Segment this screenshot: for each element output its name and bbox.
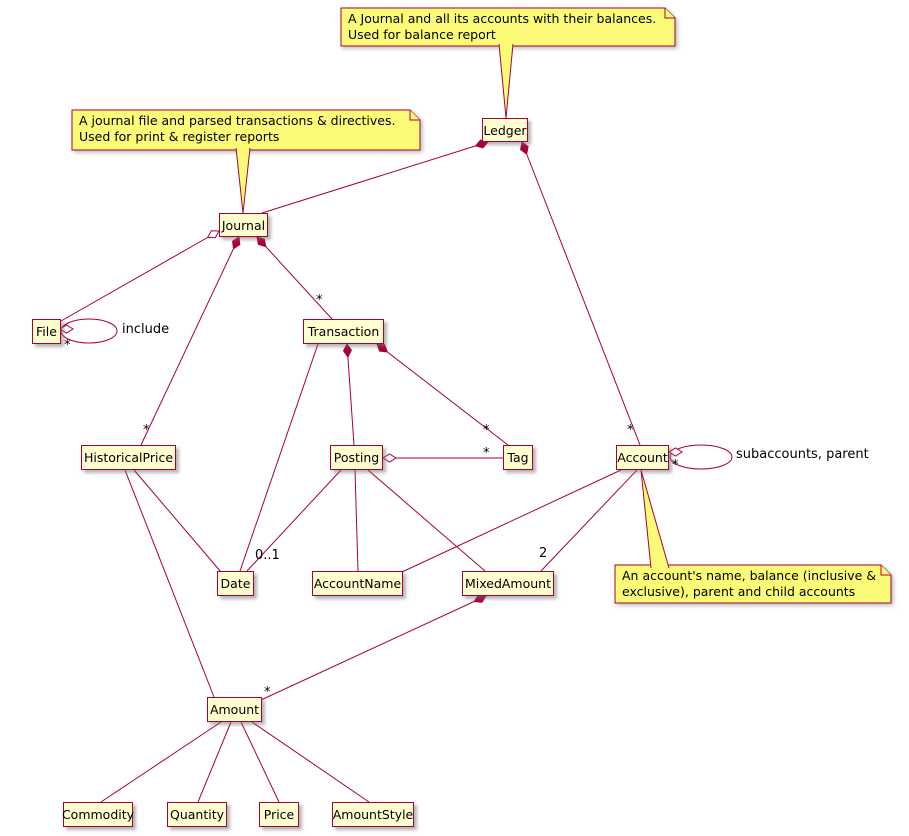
note-body-ledger	[340, 7, 676, 47]
diamond-transaction-posting	[342, 343, 352, 358]
edge-amount-price	[240, 721, 280, 803]
class-mixedamount: MixedAmount	[462, 571, 554, 596]
edge-journal-transaction	[256, 236, 333, 320]
edge-historicalprice-amount	[124, 469, 215, 698]
edge-account-accountname	[401, 469, 622, 573]
class-historicalprice: HistoricalPrice	[81, 445, 176, 470]
mult-mixedamount-amount: *	[264, 685, 271, 700]
note-fold-journal	[409, 110, 420, 121]
note-body-journal	[71, 109, 421, 151]
edge-posting-date	[246, 469, 342, 572]
class-amount: Amount	[207, 697, 262, 722]
edge-transaction-posting	[346, 343, 355, 446]
note-journal-text: A journal file and parsed transactions &…	[79, 113, 396, 144]
file-self-loop	[60, 318, 118, 344]
class-posting: Posting	[330, 445, 383, 470]
class-commodity: Commodity	[62, 802, 134, 827]
note-fold-account	[880, 565, 891, 576]
edge-amount-quantity	[197, 721, 232, 803]
edge-amount-commodity	[100, 721, 222, 803]
note-ledger-text: A Journal and all its accounts with thei…	[348, 11, 657, 42]
note-fold-ledger	[664, 8, 675, 19]
edge-label-subaccounts-parent: subaccounts, parent	[736, 447, 869, 462]
edge-account-mixedamount	[540, 469, 638, 572]
diamond-ledger-account	[520, 141, 529, 155]
edge-historicalprice-date	[133, 469, 222, 573]
diamond-account-self	[668, 447, 683, 457]
edge-ledger-account	[521, 141, 641, 446]
class-date: Date	[217, 571, 254, 596]
class-tag: Tag	[503, 445, 533, 470]
diamond-journal-file	[206, 230, 220, 239]
class-account: Account	[616, 445, 669, 470]
mult-journal-historicalprice: *	[143, 423, 150, 438]
class-quantity: Quantity	[167, 802, 227, 827]
diamond-transaction-tag	[376, 343, 389, 353]
mult-file-self: *	[64, 338, 71, 353]
edge-journal-file	[60, 230, 220, 322]
diamond-journal-historicalprice	[232, 236, 241, 250]
diamond-file-self	[59, 324, 74, 334]
class-price: Price	[259, 802, 299, 827]
note-account-text: An account's name, balance (inclusive & …	[622, 568, 877, 599]
edge-journal-historicalprice	[140, 236, 240, 446]
class-file: File	[32, 319, 61, 344]
mult-account-mixedamount: 2	[539, 546, 548, 561]
class-ledger: Ledger	[482, 118, 528, 142]
note-body-account	[614, 564, 892, 604]
edge-ledger-journal	[261, 141, 489, 214]
mult-ledger-account: *	[627, 423, 634, 438]
diamond-journal-transaction	[256, 236, 267, 248]
class-accountname: AccountName	[312, 571, 403, 596]
mult-account-self: *	[672, 458, 679, 473]
edge-posting-accountname	[354, 469, 359, 572]
diamond-mixedamount-amount	[473, 594, 487, 603]
edge-mixedamount-amount	[260, 595, 487, 701]
note-pointer-ledger	[498, 43, 514, 119]
note-pointer-account	[640, 469, 670, 569]
edge-transaction-tag	[376, 343, 509, 446]
mult-journal-transaction: *	[316, 293, 323, 308]
mult-transaction-tag: *	[483, 423, 490, 438]
mult-posting-tag: *	[483, 446, 490, 461]
edge-transaction-date	[239, 343, 319, 572]
class-journal: Journal	[219, 213, 268, 237]
edge-amount-amountstyle	[251, 721, 370, 803]
diamond-posting-tag	[382, 453, 397, 463]
class-amountstyle: AmountStyle	[332, 802, 414, 827]
edge-posting-mixedamount	[367, 469, 486, 572]
note-pointer-journal	[235, 147, 251, 214]
account-self-loop	[669, 444, 733, 470]
edge-label-include: include	[122, 322, 170, 337]
class-transaction: Transaction	[303, 319, 384, 344]
mult-posting-date: 0..1	[255, 548, 280, 563]
